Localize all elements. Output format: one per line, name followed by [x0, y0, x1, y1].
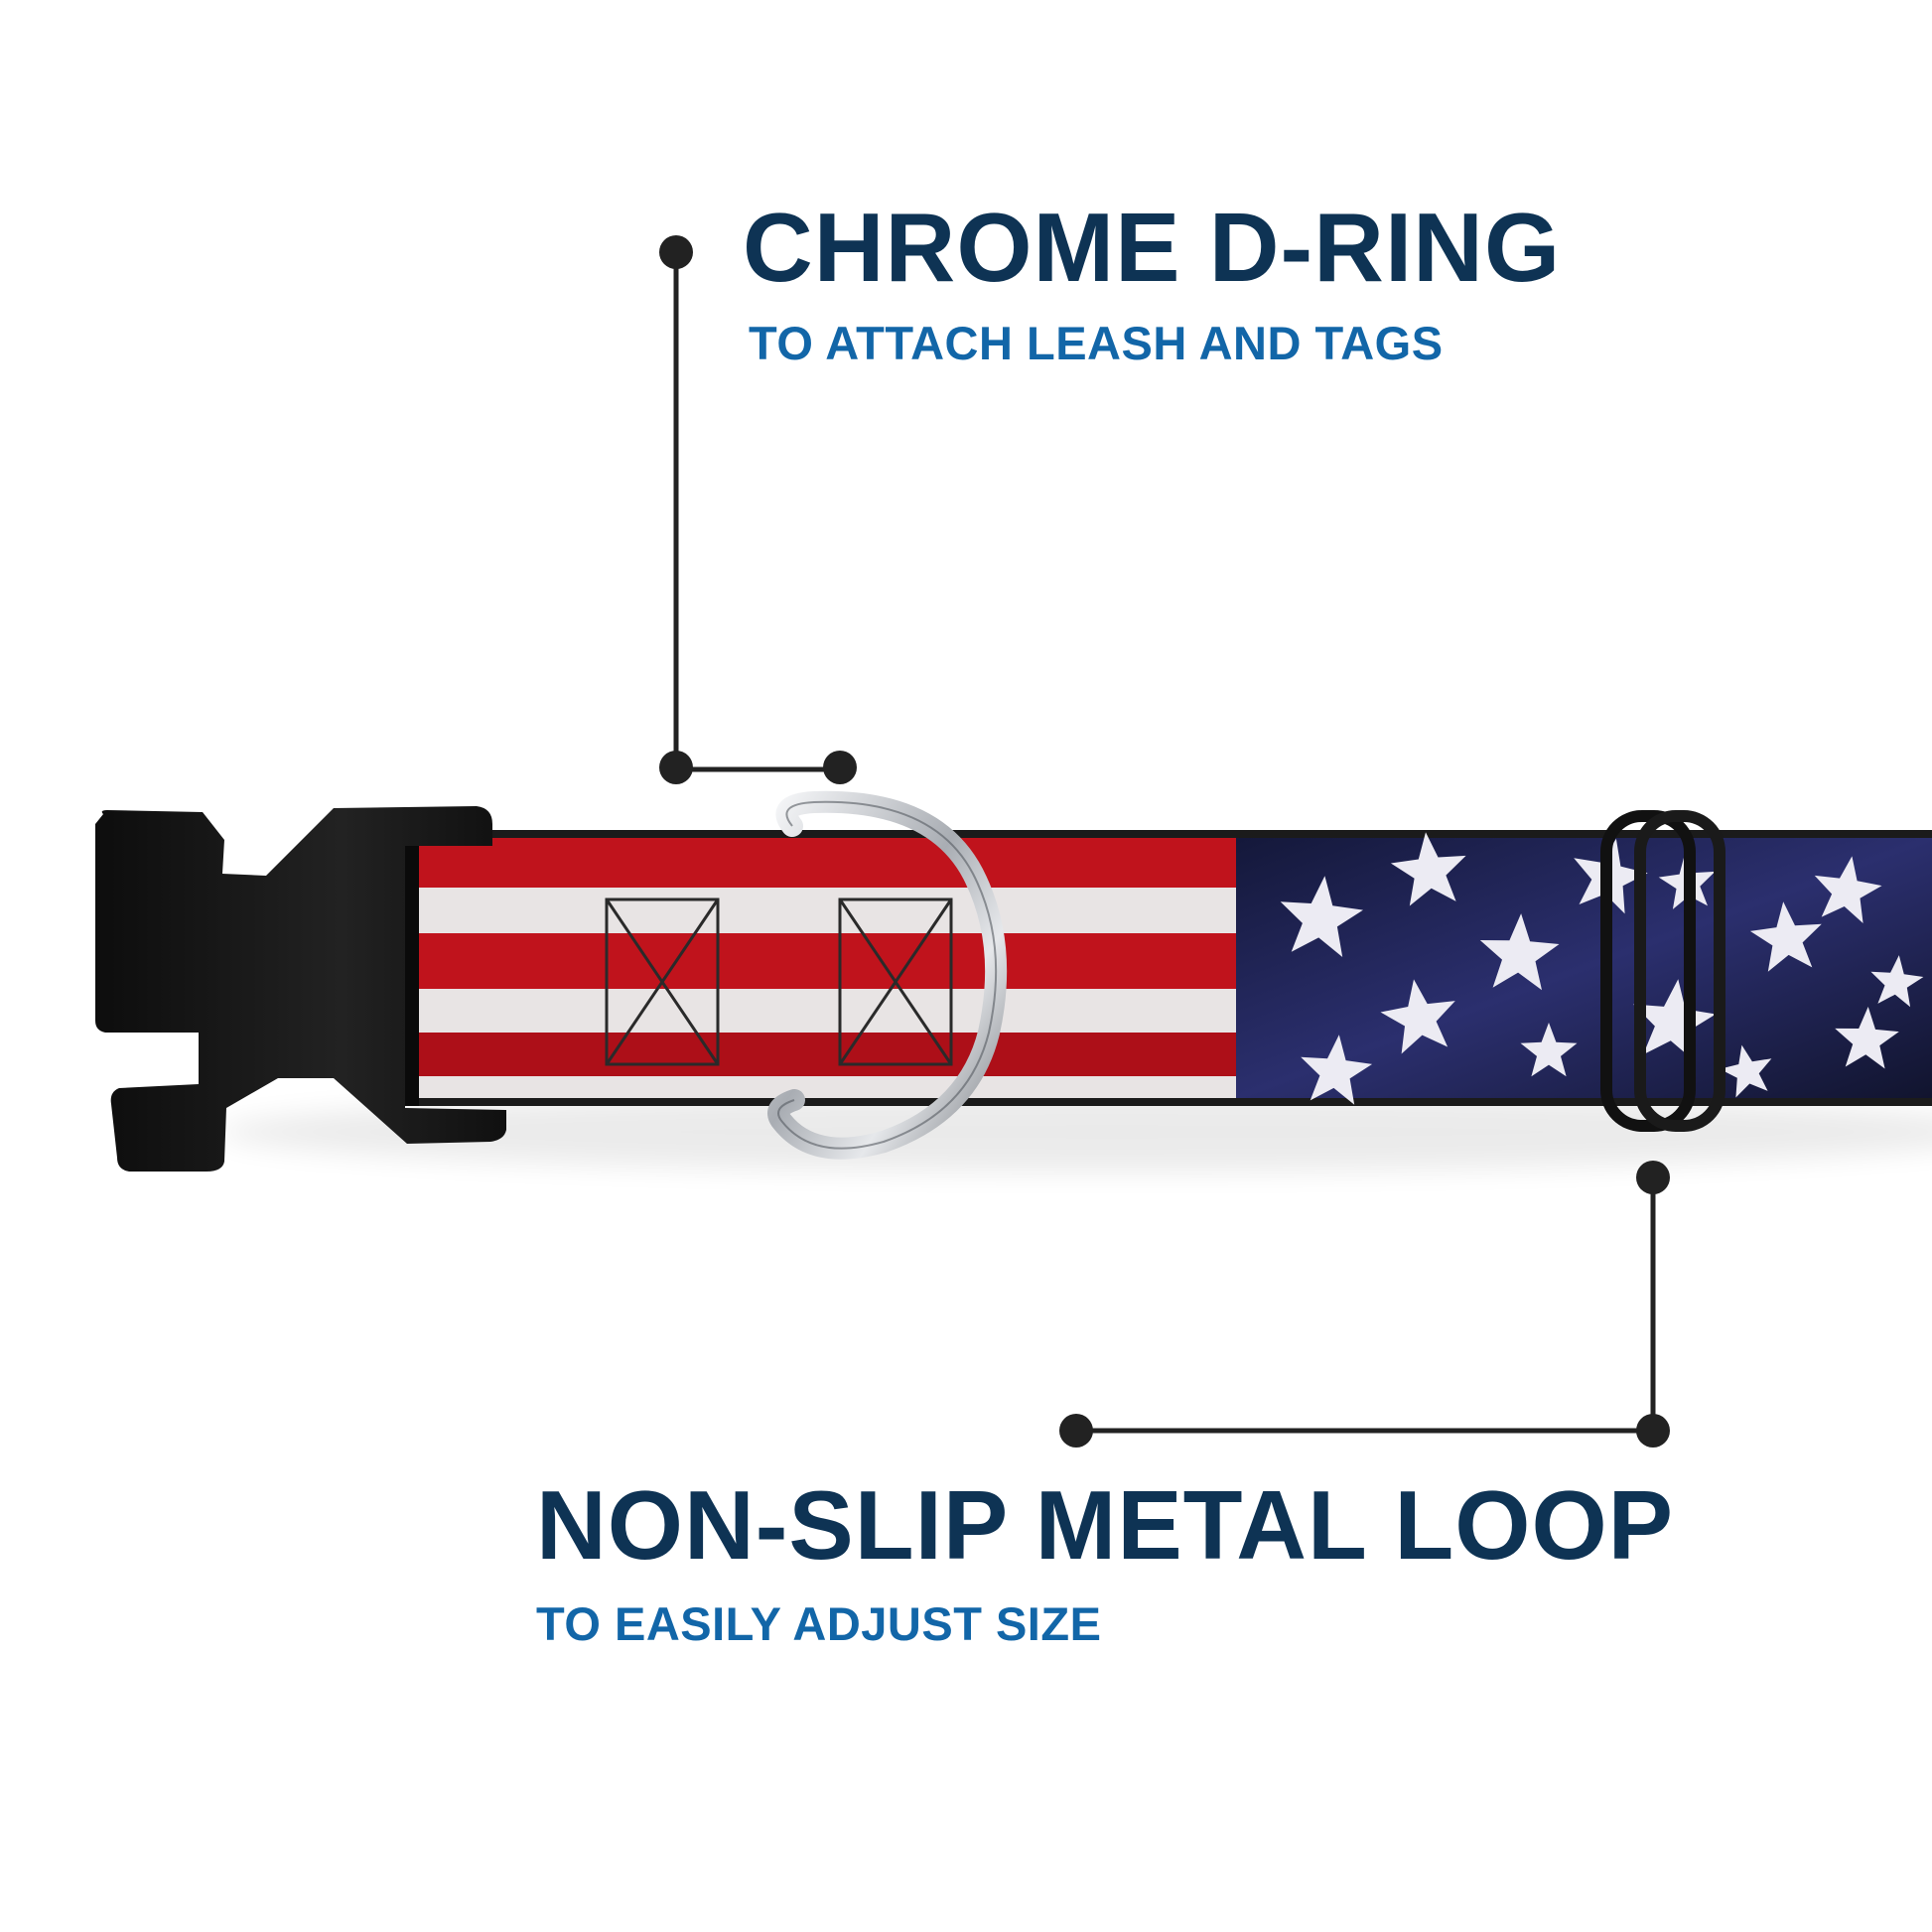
- callout-dots: [659, 235, 1670, 1448]
- star-icon: [1633, 979, 1717, 1061]
- callout-dot: [659, 751, 693, 784]
- callout-dot: [823, 751, 857, 784]
- d-ring-icon: [767, 790, 1008, 1160]
- slide-loop-icon: [1600, 810, 1725, 1132]
- collar-shadow: [218, 1092, 1932, 1172]
- star-icon: [1835, 1007, 1899, 1069]
- star-icon: [1720, 1044, 1772, 1098]
- flag-canton: [1236, 838, 1932, 1098]
- d-ring-title: CHROME D-RING: [743, 193, 1562, 302]
- callout-dot: [1636, 1161, 1670, 1194]
- star-icon: [1749, 901, 1822, 972]
- star-icon: [1280, 876, 1363, 957]
- metal-loop-title: NON-SLIP METAL LOOP: [536, 1470, 1675, 1580]
- callout-dot: [659, 235, 693, 269]
- callout-dot: [1059, 1414, 1093, 1448]
- callout-dot: [1636, 1414, 1670, 1448]
- star-icon: [1390, 832, 1466, 906]
- star-icon: [1870, 955, 1924, 1008]
- star-icon: [1814, 856, 1882, 923]
- stitching: [605, 897, 953, 1066]
- d-ring-subtitle: TO ATTACH LEASH AND TAGS: [749, 317, 1444, 369]
- metal-loop-subtitle: TO EASILY ADJUST SIZE: [536, 1597, 1102, 1650]
- flag-stripes: [405, 838, 1932, 1098]
- buckle-icon: [95, 806, 506, 1172]
- callout-lines: [673, 252, 1656, 1434]
- star-icon: [1479, 913, 1560, 991]
- star-icon: [1520, 1023, 1578, 1077]
- star-icon: [1301, 1035, 1373, 1105]
- star-icon: [1380, 979, 1455, 1054]
